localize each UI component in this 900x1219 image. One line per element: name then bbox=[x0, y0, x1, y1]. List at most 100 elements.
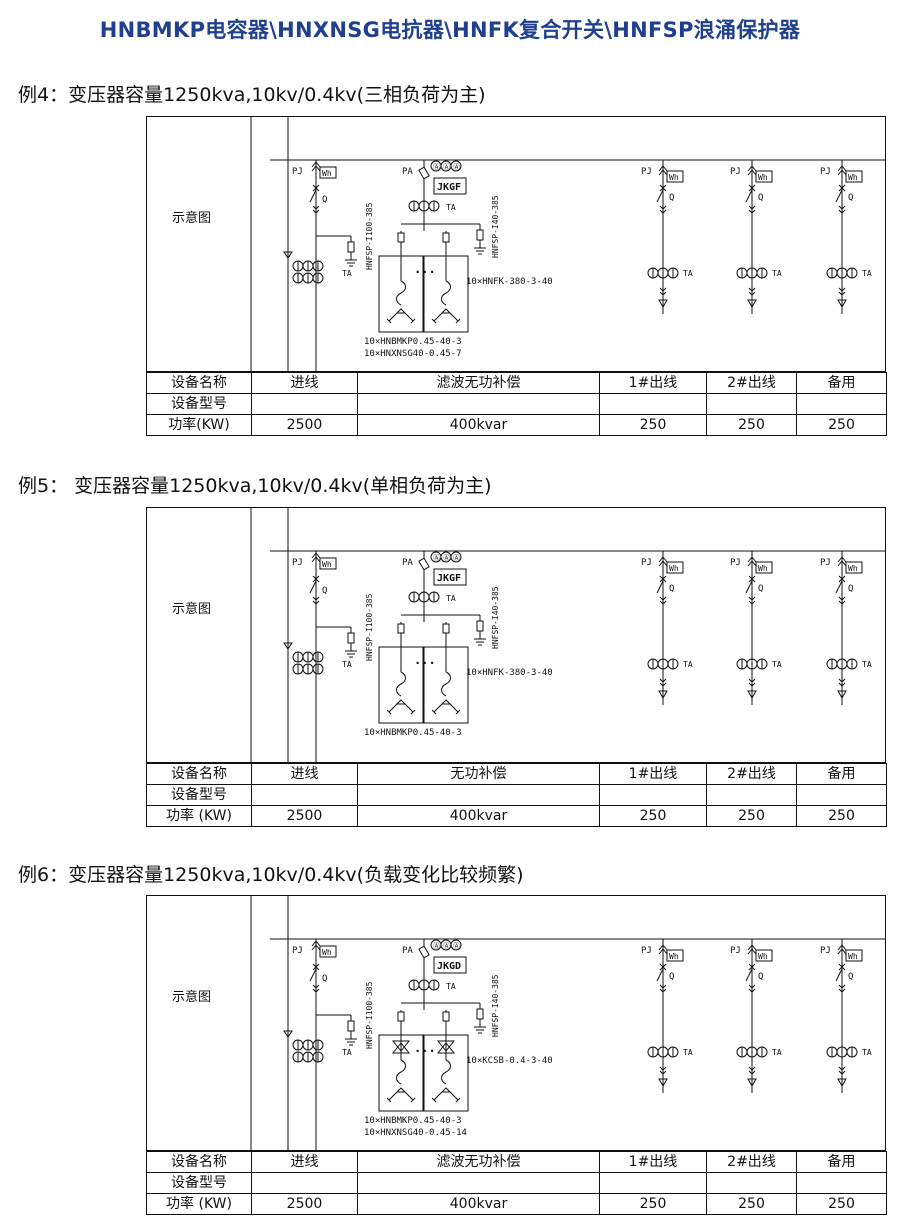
table-cell bbox=[796, 393, 887, 415]
table-cell: 250 bbox=[796, 414, 887, 436]
dots-label: ··· bbox=[414, 1044, 436, 1058]
chevron-icon bbox=[838, 984, 846, 993]
arrow-icon bbox=[658, 560, 668, 567]
pj-label: PJ bbox=[292, 558, 303, 568]
chevron-icon bbox=[838, 596, 846, 605]
arrow-icon bbox=[747, 560, 757, 567]
pj-label: PJ bbox=[730, 946, 741, 956]
arrow-icon bbox=[747, 944, 757, 951]
meter-label: Wh bbox=[848, 952, 858, 961]
ammeter-label: Ⓐ bbox=[453, 554, 460, 562]
meter-label: Wh bbox=[848, 564, 858, 573]
chevron-icon bbox=[659, 596, 667, 605]
ta-label: TA bbox=[862, 269, 872, 278]
table-cell: 400kvar bbox=[357, 414, 600, 436]
arrow-icon bbox=[658, 948, 668, 955]
meter-box bbox=[755, 561, 773, 574]
ammeter-label: Ⓐ bbox=[443, 554, 450, 562]
table-cell: 1#出线 bbox=[599, 372, 707, 394]
contact-icon bbox=[748, 575, 756, 583]
example-5-table: 设备名称 进线 无功补偿 1#出线 2#出线 备用 设备型号 功率 (KW) 2… bbox=[146, 763, 887, 827]
arrester-model: HNFSP-I100-385 bbox=[365, 202, 374, 270]
meter-label: Wh bbox=[758, 564, 768, 573]
chevron-icon bbox=[838, 205, 846, 214]
switch-blade bbox=[309, 189, 317, 203]
contact-icon bbox=[838, 575, 846, 583]
table-row-powers: 功率 (KW) 2500 400kvar 250 250 250 bbox=[146, 805, 887, 827]
arrow-icon bbox=[747, 165, 757, 172]
example-6-heading: 例6：变压器容量1250kva,10kv/0.4kv(负载变化比较频繁) bbox=[18, 864, 524, 886]
reactor-icon bbox=[396, 280, 406, 306]
meter-box bbox=[845, 561, 863, 574]
row-label: 设备型号 bbox=[146, 784, 252, 806]
ta-label: TA bbox=[862, 1048, 872, 1057]
fuse-icon bbox=[442, 232, 450, 243]
meter-box bbox=[666, 170, 684, 183]
table-row-names: 设备名称 进线 滤波无功补偿 1#出线 2#出线 备用 bbox=[146, 1151, 887, 1173]
fuse-icon bbox=[418, 166, 430, 180]
diagram-label: 示意图 bbox=[172, 601, 211, 617]
table-cell: 备用 bbox=[796, 763, 887, 785]
page-title: HNBMKP电容器\HNXNSG电抗器\HNFK复合开关\HNFSP浪涌保护器 bbox=[99, 18, 801, 42]
meter-label: Wh bbox=[322, 169, 332, 178]
table-cell bbox=[706, 393, 797, 415]
ammeter-label: Ⓐ bbox=[453, 942, 460, 950]
terminal-icon bbox=[658, 1078, 668, 1088]
chevron-icon bbox=[659, 287, 667, 296]
meter-box bbox=[666, 561, 684, 574]
diagram-frame bbox=[146, 507, 886, 763]
arrester-icon bbox=[476, 1008, 484, 1020]
reactor-model: 10×HNXNSG40-0.45-7 bbox=[364, 349, 462, 359]
table-cell bbox=[706, 784, 797, 806]
chevron-icon bbox=[838, 287, 846, 296]
row-label: 设备名称 bbox=[146, 372, 252, 394]
controller-box bbox=[433, 177, 467, 195]
ammeter-icon bbox=[450, 939, 462, 951]
chevron-icon bbox=[312, 984, 320, 993]
table-cell: 2500 bbox=[251, 1193, 358, 1215]
capacitor-icon bbox=[431, 699, 461, 715]
fuse-icon bbox=[442, 623, 450, 634]
chevron-icon bbox=[659, 1066, 667, 1075]
reactor-model: 10×HNXNSG40-0.45-14 bbox=[364, 1128, 467, 1138]
ta-label: TA bbox=[446, 594, 456, 603]
table-cell: 滤波无功补偿 bbox=[357, 372, 600, 394]
table-cell: 250 bbox=[796, 1193, 887, 1215]
q-label: Q bbox=[322, 586, 327, 596]
ammeter-label: Ⓐ bbox=[433, 554, 440, 562]
table-cell: 无功补偿 bbox=[357, 763, 600, 785]
chevron-icon bbox=[748, 287, 756, 296]
q-label: Q bbox=[669, 972, 674, 982]
pj-label: PJ bbox=[641, 167, 652, 177]
table-row-models: 设备型号 bbox=[146, 1172, 887, 1194]
capacitor-model: 10×HNBMKP0.45-40-3 bbox=[364, 728, 462, 738]
pj-label: PJ bbox=[820, 946, 831, 956]
switch-blade bbox=[745, 968, 753, 982]
fuse-icon bbox=[397, 1011, 405, 1022]
table-cell bbox=[357, 1172, 600, 1194]
table-cell: 250 bbox=[796, 805, 887, 827]
arrow-icon bbox=[658, 165, 668, 172]
fuse-icon bbox=[397, 232, 405, 243]
example-6-table: 设备名称 进线 滤波无功补偿 1#出线 2#出线 备用 设备型号 功率 (KW)… bbox=[146, 1151, 887, 1215]
contact-icon bbox=[748, 963, 756, 971]
ammeter-label: Ⓐ bbox=[443, 942, 450, 950]
table-cell bbox=[796, 784, 887, 806]
capacitor-model: 10×HNBMKP0.45-40-3 bbox=[364, 1116, 462, 1126]
pj-label: PJ bbox=[641, 946, 652, 956]
pa-label: PA bbox=[402, 558, 413, 568]
meter-label: Wh bbox=[669, 173, 679, 182]
contact-icon bbox=[838, 963, 846, 971]
chevron-icon bbox=[748, 678, 756, 687]
capacitor-icon bbox=[386, 699, 416, 715]
ammeter-icon bbox=[450, 551, 462, 563]
diagram-label: 示意图 bbox=[172, 210, 211, 226]
pj-label: PJ bbox=[820, 167, 831, 177]
arrester-icon bbox=[476, 229, 484, 241]
terminal-icon bbox=[747, 690, 757, 700]
capacitor-icon bbox=[386, 308, 416, 324]
ta-label: TA bbox=[772, 660, 782, 669]
table-cell bbox=[599, 784, 707, 806]
